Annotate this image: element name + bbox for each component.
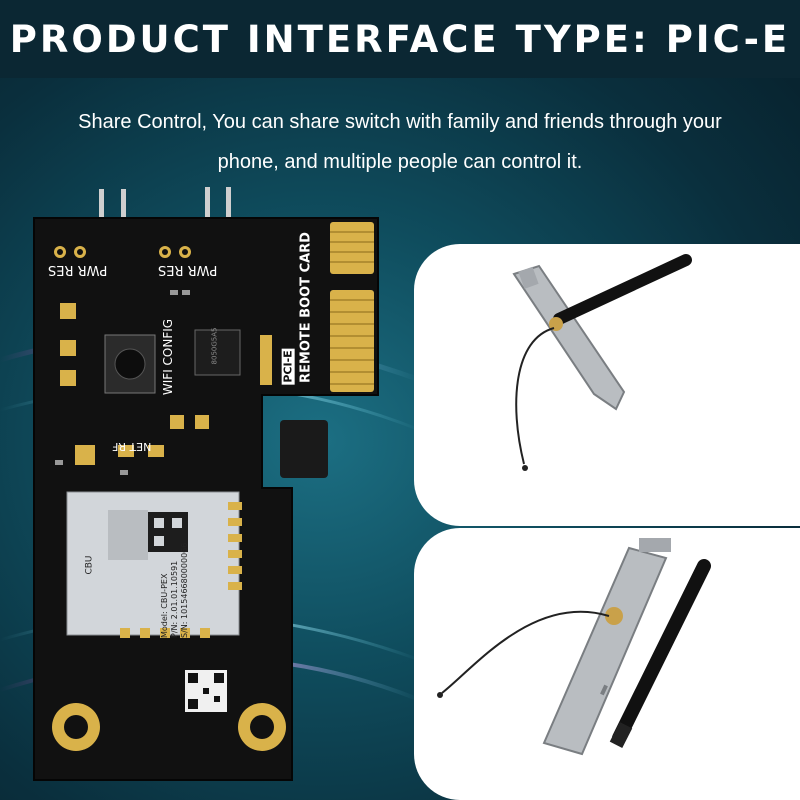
antenna-bracket-illustration-bottom	[437, 538, 711, 756]
module-cbu-label: CBU	[84, 555, 95, 575]
mounting-holes	[52, 703, 286, 751]
page-title: PRODUCT INTERFACE TYPE: PIC-E	[9, 17, 791, 61]
subtitle-line-2: phone, and multiple people can control i…	[217, 151, 583, 173]
label-pwr-left: PWR	[77, 262, 108, 277]
module-sn: S/N: 101546680000066	[180, 542, 189, 638]
remote-boot-card-label: REMOTE BOOT CARD	[298, 232, 314, 383]
gold-fingers	[330, 222, 374, 392]
chip-text: 8050G5A5	[210, 327, 219, 365]
label-pwr-right: PWR	[187, 262, 218, 277]
label-res-left: RES	[48, 262, 74, 277]
module-model: Model: CBU-PEX	[160, 573, 169, 638]
pcie-label: PCI-E	[281, 348, 295, 385]
antenna-bracket-card-bottom	[414, 528, 800, 800]
label-net: NET	[129, 440, 152, 453]
subtitle-line-1: Share Control, You can share switch with…	[78, 111, 722, 133]
antenna-bracket-illustration-top	[512, 254, 692, 471]
subtitle: Share Control, You can share switch with…	[20, 102, 780, 182]
ic-chip	[194, 329, 241, 376]
label-res-right: RES	[158, 262, 184, 277]
module-pn: P/N: 2.01.01.10591	[170, 560, 179, 638]
antenna-connector	[280, 420, 328, 478]
wifi-config-label: WIFI CONFIG	[161, 318, 175, 396]
label-rf: RF	[112, 440, 126, 453]
title-bar: PRODUCT INTERFACE TYPE: PIC-E	[0, 0, 800, 78]
antenna-bracket-card-top	[414, 244, 800, 526]
